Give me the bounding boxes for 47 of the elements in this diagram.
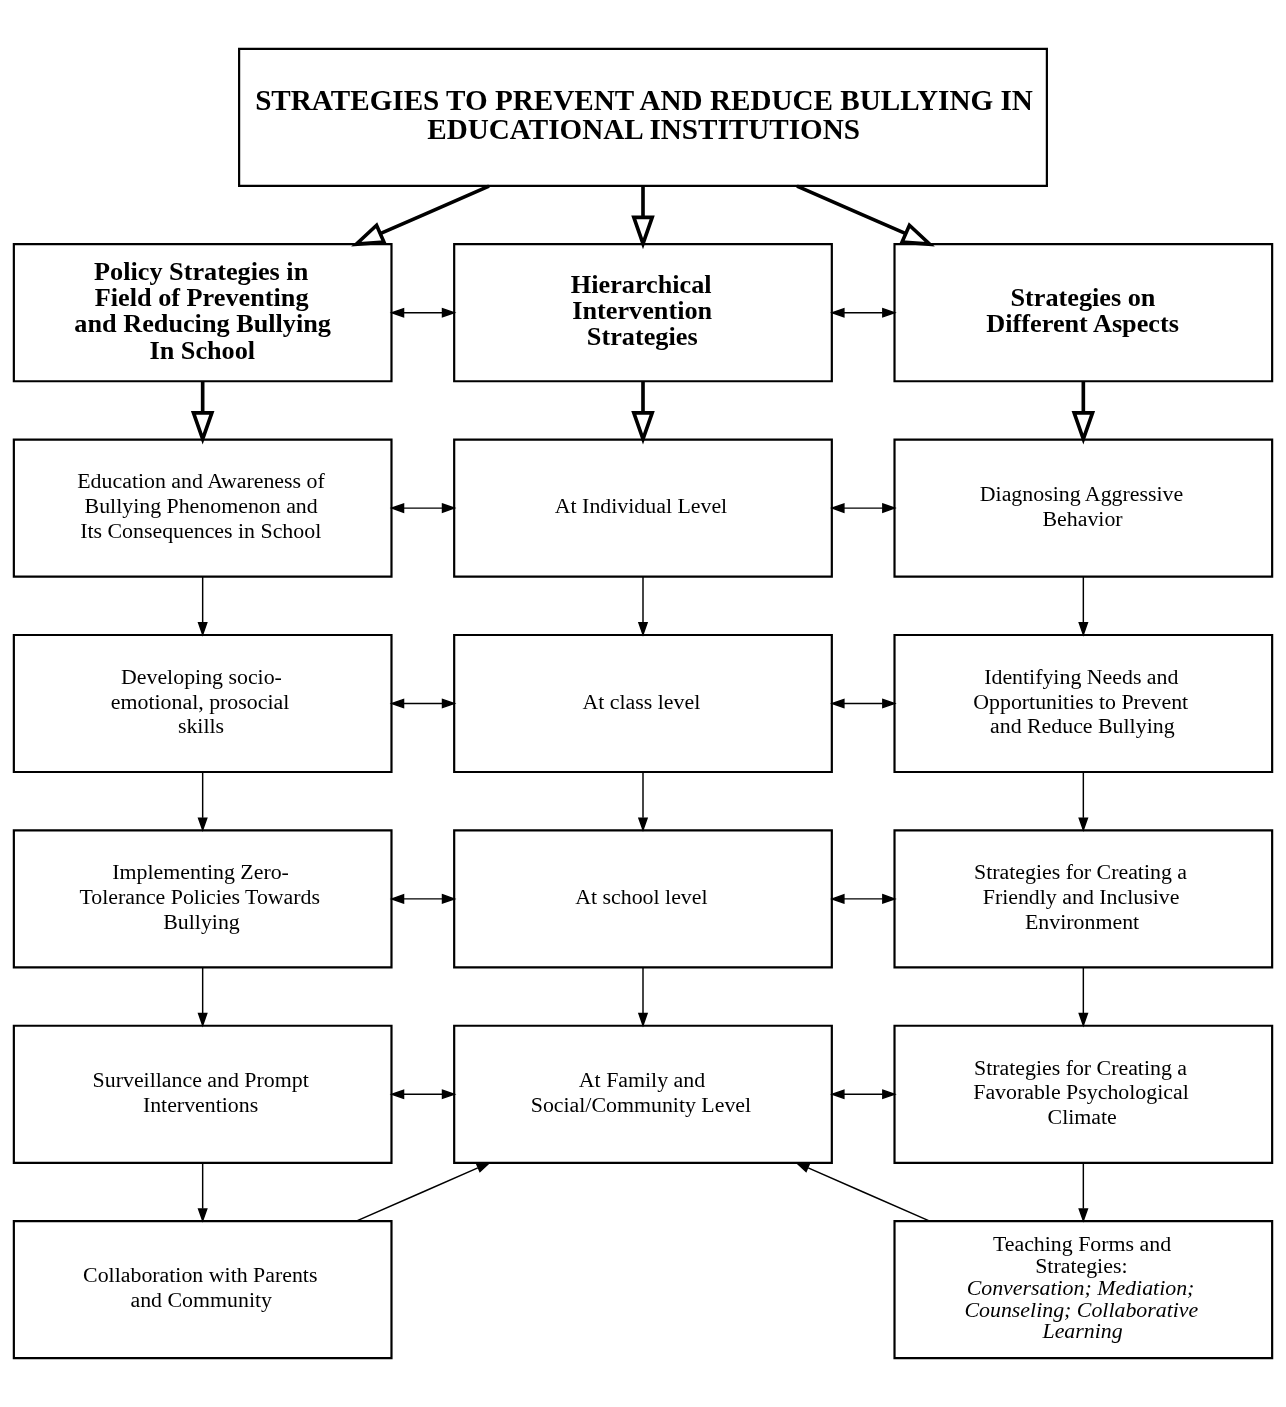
node-box: Strategies for Creating a Favorable Psychological Climate [893, 1024, 1274, 1164]
node-box: Identifying Needs and Opportunities to Prevent and Reduce Bullying [893, 633, 1274, 774]
arrow [197, 771, 208, 833]
arrow [631, 186, 655, 250]
node-box: Developing socio-emotional, prosocial skills [12, 633, 393, 774]
arrow [637, 576, 649, 637]
arrow [830, 307, 897, 318]
arrow [796, 184, 935, 247]
node-box: Teaching Forms and Strategies: Conversation; Mediation; Counseling; Collaborative Learning [893, 1220, 1274, 1360]
node-box: Strategies on Different Aspects [893, 243, 1274, 383]
arrow [1071, 381, 1096, 445]
arrow [830, 1089, 897, 1100]
node-box: At Individual Level [453, 438, 833, 578]
node-box: Diagnosing Aggressive Behavior [893, 438, 1274, 578]
arrow [1078, 1162, 1089, 1223]
arrow [351, 184, 490, 247]
arrow [1078, 576, 1089, 637]
arrow [830, 503, 897, 514]
node-box: STRATEGIES TO PREVENT AND REDUCE BULLYING IN EDUCATIONAL INSTITUTIONS [238, 47, 1048, 187]
arrow [389, 307, 457, 318]
arrow [794, 1162, 931, 1222]
arrow [1078, 966, 1089, 1028]
arrow [389, 893, 457, 904]
node-box: Strategies for Creating a Friendly and Inclusive Environment [893, 829, 1274, 969]
node-box: At class level [453, 633, 833, 774]
arrow [389, 698, 457, 709]
arrow [197, 576, 208, 637]
arrow [637, 966, 649, 1028]
arrow [190, 381, 215, 445]
arrow [830, 893, 897, 904]
node-box: Hierarchical Intervention Strategies [453, 243, 833, 383]
arrow [197, 1162, 208, 1223]
arrow [389, 1089, 457, 1100]
node-box: At school level [453, 829, 833, 969]
arrow [637, 771, 649, 833]
arrow [197, 966, 208, 1028]
node-box: Education and Awareness of Bullying Phenomenon and Its Consequences in School [12, 438, 393, 578]
arrow [830, 698, 897, 709]
node-box: Collaboration with Parents and Community [12, 1220, 393, 1360]
arrow [355, 1162, 492, 1222]
node-box: At Family and Social/Community Level [453, 1024, 833, 1164]
arrow [1078, 771, 1089, 833]
node-box: Policy Strategies in Field of Preventing and Reducing Bullying In School [12, 243, 393, 383]
arrow [631, 381, 655, 445]
node-box: Implementing Zero-Tolerance Policies Towards Bullying [12, 829, 393, 969]
arrow [389, 503, 457, 514]
node-box: Surveillance and Prompt Interventions [12, 1024, 393, 1164]
